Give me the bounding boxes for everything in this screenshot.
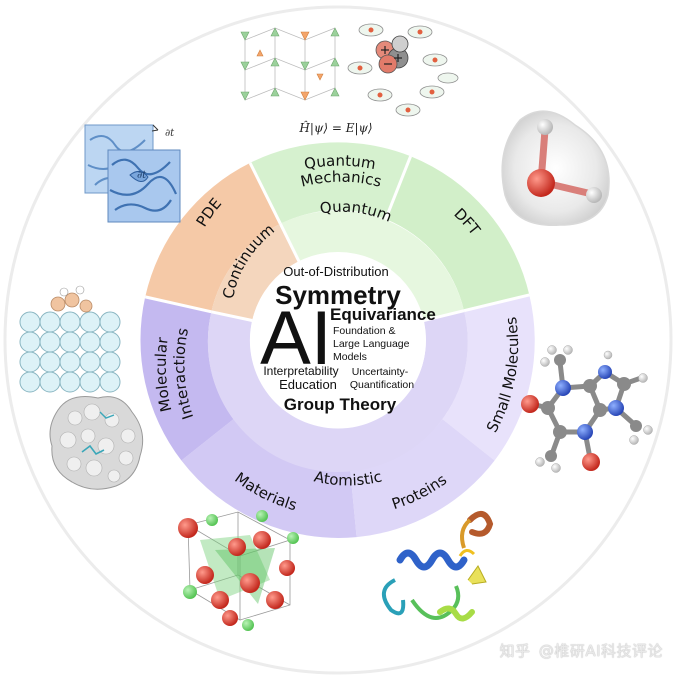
core-uncertainty-1: Uncertainty-	[352, 366, 409, 378]
core-group-theory: Group Theory	[284, 395, 397, 414]
outer-sectors	[140, 142, 535, 538]
sector-quantum	[280, 210, 464, 321]
sector-small-molecules	[442, 294, 535, 461]
sector-proteins	[350, 419, 495, 538]
core-equivariance: Equivariance	[330, 305, 436, 324]
watermark-text: @椎研AI科技评论	[538, 642, 663, 660]
sector-atomistic	[207, 310, 468, 473]
label-atomistic: Atomistic	[312, 467, 383, 489]
caffeine-molecule-illustration	[521, 345, 653, 473]
core-uncertainty-2: Quantification	[350, 379, 414, 391]
pde-turbulence-illustration: ∂t ∂t	[84, 124, 181, 223]
label-quantum-mechanics-1: Quantum	[303, 152, 377, 173]
watermark: 知乎 @椎研AI科技评论	[497, 640, 663, 661]
water-molecule-illustration	[501, 110, 610, 226]
core-foundation-3: Models	[333, 351, 367, 363]
core-foundation-1: Foundation &	[333, 325, 395, 337]
core-education: Education	[279, 377, 337, 392]
surface-adsorption-illustration	[19, 285, 121, 393]
core-circle	[250, 252, 426, 428]
outer-dividers	[144, 155, 530, 314]
inner-sectors	[207, 210, 468, 473]
crystal-materials-illustration	[178, 510, 299, 631]
sector-molecular-interactions	[140, 296, 234, 461]
core-text: Out-of-Distribution Symmetry AI Equivari…	[260, 264, 436, 414]
core-interpretability: Interpretability	[263, 364, 338, 378]
watermark-logo: 知乎	[499, 642, 531, 660]
inner-dividers	[211, 223, 465, 323]
sector-dft	[385, 156, 530, 311]
core-symmetry: Symmetry	[275, 280, 401, 310]
sector-continuum	[211, 223, 299, 321]
sector-materials	[181, 419, 357, 538]
core-out-of-distribution: Out-of-Distribution	[283, 264, 388, 279]
protein-surface-illustration	[49, 396, 144, 490]
core-foundation-2: Large Language	[333, 338, 410, 350]
spin-orbitals-illustration	[347, 23, 459, 117]
schrodinger-equation: Ĥ|ψ⟩ = E|ψ⟩	[298, 120, 372, 135]
label-quantum-mechanics-2: Mechanics	[299, 168, 384, 191]
sector-quantum-mechanics	[250, 142, 411, 224]
label-molecular-interactions-1: Molecular	[152, 335, 176, 413]
sector-pde	[145, 162, 281, 312]
protein-ribbon-illustration	[382, 511, 494, 622]
spin-lattice-illustration	[240, 27, 340, 101]
core-ai: AI	[260, 296, 332, 381]
pde-symbol-inner: ∂t	[137, 170, 147, 181]
pde-symbol-outer: ∂t	[165, 128, 175, 139]
